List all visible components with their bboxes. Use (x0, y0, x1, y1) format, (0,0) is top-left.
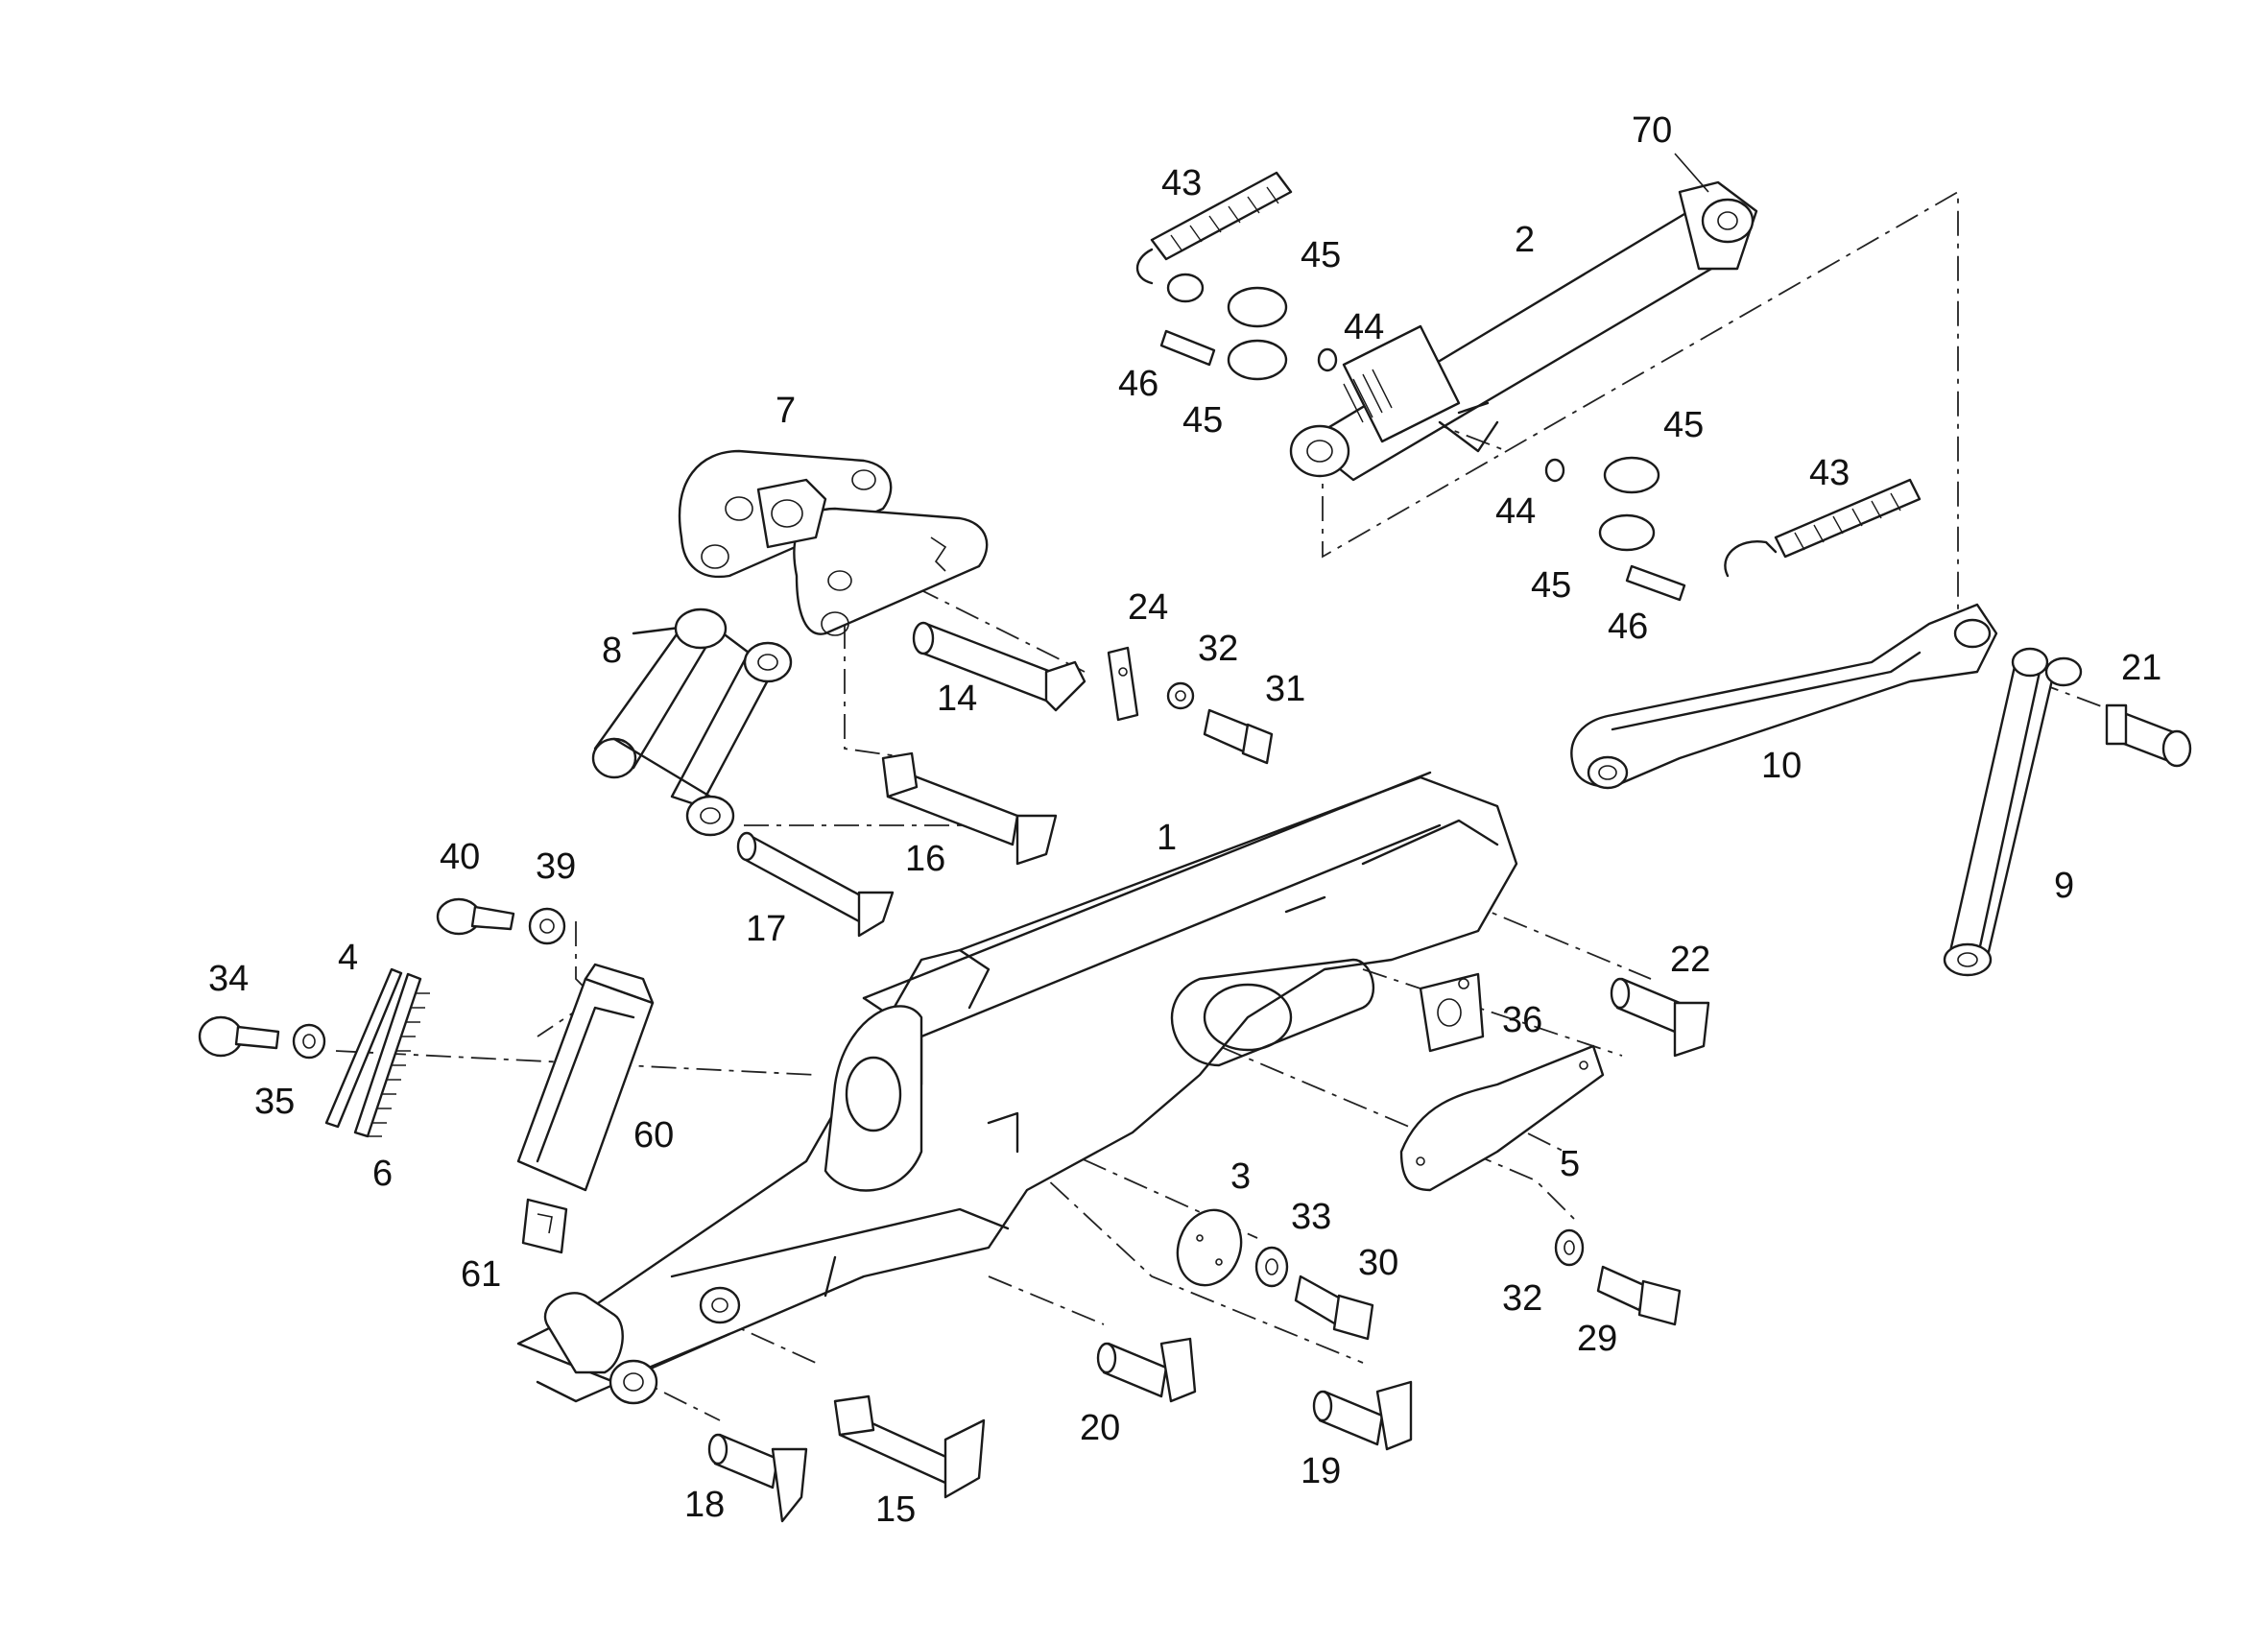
callout-44-top: 44 (1344, 307, 1384, 347)
callout-29: 29 (1577, 1319, 1617, 1359)
callout-44-right: 44 (1495, 491, 1536, 532)
callout-leader-70 (1674, 153, 1709, 193)
callout-9: 9 (2054, 866, 2074, 906)
pin-part-15 (833, 1394, 986, 1499)
callout-2: 2 (1515, 220, 1535, 260)
link-arm-part-10 (1570, 603, 1998, 790)
callout-21: 21 (2121, 648, 2161, 688)
callout-33: 33 (1291, 1197, 1331, 1237)
callout-14: 14 (937, 679, 977, 719)
guide-part-60 (516, 963, 655, 1192)
clamp-parts-45 (1227, 286, 1660, 552)
washer-part-33 (1254, 1246, 1289, 1288)
pin-part-20 (1096, 1337, 1197, 1403)
callout-39: 39 (536, 846, 576, 887)
callout-40: 40 (440, 837, 480, 877)
callout-35: 35 (254, 1082, 295, 1122)
callout-43-right: 43 (1809, 453, 1850, 493)
callout-3: 3 (1230, 1156, 1251, 1197)
callout-70: 70 (1632, 110, 1672, 151)
callout-60: 60 (633, 1115, 674, 1156)
callout-46-top: 46 (1118, 364, 1158, 404)
o-ring-parts-44 (1317, 347, 1565, 483)
pin-part-18 (707, 1433, 808, 1523)
callout-15: 15 (875, 1489, 916, 1530)
callout-20: 20 (1080, 1408, 1120, 1448)
callout-labels: 1 2 3 4 5 6 7 8 9 10 14 15 16 17 18 19 2… (208, 110, 2161, 1530)
callout-1: 1 (1157, 818, 1177, 858)
callout-34: 34 (208, 959, 249, 999)
clamp-part-36 (1419, 972, 1485, 1053)
callout-32-bottom: 32 (1502, 1278, 1542, 1319)
callout-17: 17 (746, 909, 786, 949)
callout-5: 5 (1560, 1144, 1580, 1184)
screw-parts-46 (1159, 329, 1686, 602)
callout-45-c: 45 (1663, 405, 1704, 445)
cover-plate-part-5 (1399, 1044, 1605, 1192)
hose-part-43-top (1135, 171, 1293, 303)
callout-18: 18 (684, 1485, 725, 1525)
bolt-part-40 (436, 897, 515, 936)
clip-part-61 (521, 1198, 568, 1254)
hose-part-43-right (1724, 478, 1922, 578)
callout-22: 22 (1670, 940, 1710, 980)
pin-part-22 (1610, 977, 1710, 1058)
lock-plate-part-24 (1107, 646, 1139, 722)
link-part-9 (1943, 647, 2083, 977)
callout-61: 61 (461, 1254, 501, 1295)
pin-part-19 (1312, 1380, 1413, 1451)
callout-19: 19 (1301, 1451, 1341, 1491)
link-part-8 (591, 608, 793, 837)
callout-4: 4 (338, 938, 358, 978)
washer-part-32-top (1166, 681, 1195, 710)
callout-36: 36 (1502, 1000, 1542, 1040)
washer-part-39 (528, 907, 566, 945)
callout-8: 8 (602, 631, 622, 671)
bolt-part-34 (198, 1015, 280, 1058)
washer-part-35 (292, 1023, 326, 1060)
bolt-part-30 (1294, 1275, 1374, 1341)
pin-part-16 (881, 751, 1058, 866)
callout-31: 31 (1265, 669, 1305, 709)
callout-16: 16 (905, 839, 945, 879)
bolt-part-31 (1203, 708, 1274, 765)
main-arm-part (516, 771, 1518, 1405)
pin-part-17 (736, 831, 895, 938)
pin-part-21 (2105, 703, 2192, 768)
hydraulic-cylinder-part (1289, 180, 1758, 482)
bolt-part-29 (1596, 1265, 1682, 1326)
callout-43-top: 43 (1161, 163, 1202, 203)
callout-45-d: 45 (1531, 565, 1571, 606)
callout-24: 24 (1128, 587, 1168, 628)
callout-45-b: 45 (1182, 400, 1223, 441)
pin-part-14 (912, 621, 1086, 712)
washer-part-32-bottom (1554, 1228, 1585, 1267)
callout-10: 10 (1761, 746, 1802, 786)
callout-32-top: 32 (1198, 629, 1238, 669)
callout-45-a: 45 (1301, 235, 1341, 275)
callout-6: 6 (372, 1154, 393, 1194)
callout-46-right: 46 (1608, 607, 1648, 647)
bracket-part-7 (678, 449, 989, 636)
callout-30: 30 (1358, 1243, 1398, 1283)
plate-part-3 (1176, 1208, 1243, 1287)
callout-7: 7 (776, 391, 796, 431)
scraper-parts-4-6 (324, 967, 430, 1138)
